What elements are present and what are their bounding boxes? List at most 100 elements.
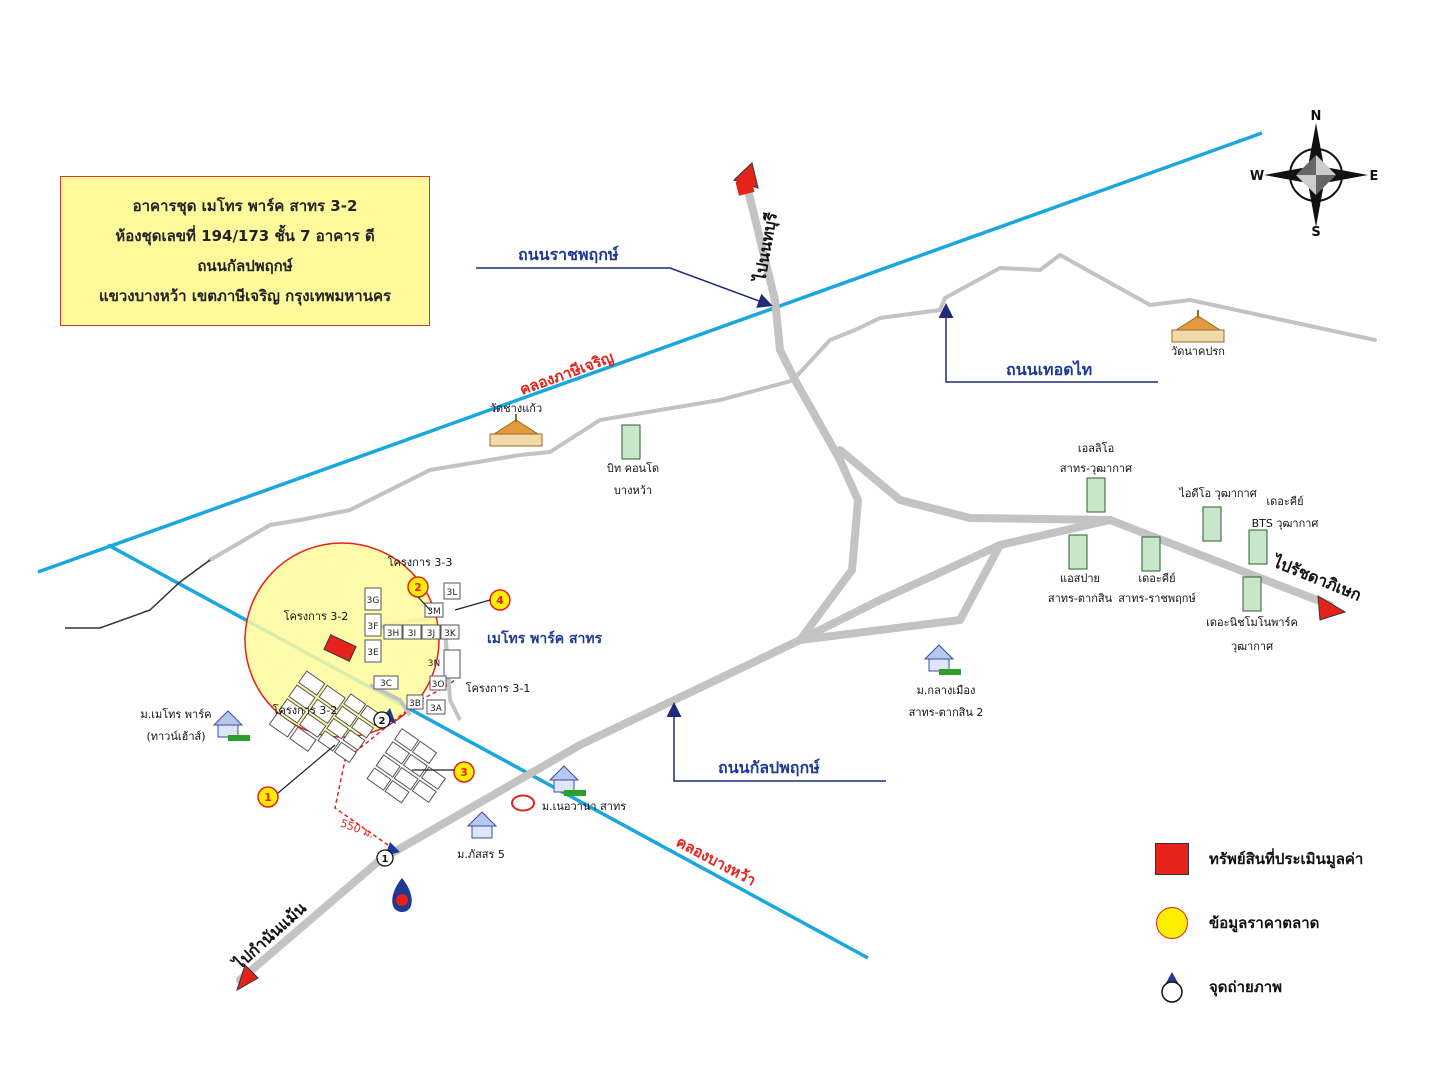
label-metro-park-sathorn: เมโทร พาร์ค สาทร	[487, 629, 603, 647]
label-the-key-bts-2: BTS วุฒากาศ	[1252, 517, 1319, 530]
estate-road-2	[369, 683, 412, 717]
leader-ratchaphruek	[476, 267, 773, 308]
svg-text:3N: 3N	[428, 659, 440, 669]
svg-text:2: 2	[379, 716, 386, 727]
svg-text:3C: 3C	[380, 679, 392, 689]
label-project-3-3: โครงการ 3-3	[388, 555, 453, 569]
block-group-south	[366, 728, 446, 804]
canal-bang-wa	[107, 543, 869, 960]
label-bit-condo: บิท คอนโด	[607, 461, 659, 475]
building-3i: 3I	[402, 624, 422, 640]
label-metro-park-town-2: (ทาวน์เฮ้าส์)	[146, 730, 205, 743]
label-to-southwest: ไปกำนันแม้น	[228, 898, 310, 974]
svg-text:3J: 3J	[427, 629, 435, 639]
info-line-2: ห้องชุดเลขที่ 194/173 ชั้น 7 อาคาร ดี	[115, 227, 375, 245]
svg-text:3L: 3L	[447, 588, 458, 598]
legend-market: ข้อมูลราคาตลาด	[1155, 906, 1319, 940]
compass-rose-icon	[1264, 123, 1368, 227]
house-icon	[923, 644, 961, 675]
condo-icon	[1242, 576, 1262, 612]
condo-icon	[1202, 506, 1222, 542]
info-line-3: ถนนกัลปพฤกษ์	[197, 257, 293, 275]
condo-icon	[1068, 534, 1088, 570]
compass-w: W	[1250, 169, 1264, 184]
label-project-3-1: โครงการ 3-1	[466, 681, 531, 695]
label-project-other: โครงการ 3-2	[273, 703, 338, 717]
photo-marker-1: 1	[376, 842, 400, 867]
label-metro-park-town: ม.เมโทร พาร์ค	[140, 707, 211, 721]
svg-text:3K: 3K	[444, 629, 457, 639]
building-3a: 3A	[426, 699, 446, 715]
label-kalpaphruek: ถนนกัลปพฤกษ์	[718, 758, 820, 777]
label-thoet-thai: ถนนเทอดไท	[1006, 360, 1092, 379]
arrow-north-shaft	[735, 178, 755, 196]
road-kalpaphruek	[236, 186, 862, 984]
info-line-4: แขวงบางหว้า เขตภาษีเจริญ กรุงเทพมหานคร	[98, 287, 392, 305]
label-ratchaphruek: ถนนราชพฤกษ์	[518, 245, 619, 264]
svg-text:3A: 3A	[430, 704, 443, 714]
label-ideo: ไอดีโอ วุฒากาศ	[1178, 486, 1256, 500]
svg-text:4: 4	[496, 594, 504, 607]
road-wat-chang-kaeo	[208, 378, 797, 562]
building-3o: 3O	[429, 675, 447, 691]
temple-icon	[1171, 310, 1225, 343]
market-circle-icon	[1155, 906, 1189, 940]
subject-property	[323, 634, 357, 662]
svg-text:3M: 3M	[427, 607, 441, 617]
house-icon	[548, 765, 586, 796]
road-link	[796, 541, 1004, 644]
legend-photo: จุดถ่ายภาพ	[1155, 970, 1282, 1004]
label-elio: เอลลิโอ	[1078, 441, 1114, 455]
label-klang-muang-2: สาทร-ตากสิน 2	[909, 706, 984, 719]
house-icon	[466, 811, 498, 839]
label-the-niche: เดอะนิชโมโนพาร์ค	[1206, 615, 1298, 629]
gas-station-icon	[392, 878, 412, 912]
label-the-key: เดอะคีย์	[1138, 572, 1175, 585]
block-group-west	[268, 670, 346, 752]
road-thoet-thai	[793, 253, 1377, 380]
legend-market-label: ข้อมูลราคาตลาด	[1209, 914, 1320, 932]
leader-thoet-thai	[938, 303, 1158, 383]
label-the-niche-2: วุฒากาศ	[1231, 640, 1273, 653]
svg-text:3E: 3E	[367, 648, 379, 658]
svg-text:2: 2	[414, 581, 422, 594]
svg-text:3H: 3H	[387, 629, 400, 639]
building-3b: 3B	[406, 694, 424, 710]
label-the-key-2: สาทร-ราชพฤกษ์	[1118, 592, 1196, 605]
market-marker-4: 4	[489, 589, 511, 611]
svg-text:1: 1	[382, 854, 389, 865]
label-phatsorn: ม.ภัสสร 5	[457, 848, 505, 861]
photo-marker-icon	[1155, 970, 1189, 1004]
legend-photo-label: จุดถ่ายภาพ	[1209, 978, 1283, 996]
label-canal-bang-wa: คลองบางหว้า	[673, 833, 759, 890]
svg-text:3: 3	[460, 766, 468, 779]
condo-icon	[621, 424, 641, 460]
label-project-3-2: โครงการ 3-2	[284, 609, 349, 623]
condo-icon	[1248, 529, 1268, 565]
info-line-1: อาคารชุด เมโทร พาร์ค สาทร 3-2	[132, 197, 358, 215]
building-3n: 3N	[428, 649, 461, 679]
label-elio-2: สาทร-วุฒากาศ	[1060, 462, 1132, 475]
legend-subject: ทรัพย์สินที่ประเมินมูลค่า	[1155, 842, 1363, 876]
legend-subject-label: ทรัพย์สินที่ประเมินมูลค่า	[1209, 850, 1364, 868]
building-3l: 3L	[443, 582, 461, 600]
property-info-box: อาคารชุด เมโทร พาร์ค สาทร 3-2 ห้องชุดเลข…	[60, 176, 430, 326]
svg-text:1: 1	[264, 791, 272, 804]
road-east-lower	[796, 516, 1114, 644]
building-3m: 3M	[424, 602, 444, 618]
compass-s: S	[1311, 225, 1320, 240]
svg-text:3B: 3B	[409, 699, 421, 709]
house-icon	[212, 710, 250, 741]
label-aspire-2: สาทร-ตากสิน	[1048, 592, 1113, 605]
market-marker-3: 3	[453, 761, 475, 783]
label-the-key-bts: เดอะคีย์	[1266, 495, 1303, 508]
road-west-line	[65, 559, 211, 629]
temple-icon	[489, 414, 543, 447]
arrow-southwest	[236, 964, 259, 992]
svg-text:3I: 3I	[408, 629, 416, 639]
toyota-logo-icon	[511, 794, 535, 812]
label-neravana: ม.เนอวานา สาทร	[542, 800, 626, 813]
building-3f: 3F	[364, 613, 382, 637]
building-3e: 3E	[364, 639, 382, 663]
